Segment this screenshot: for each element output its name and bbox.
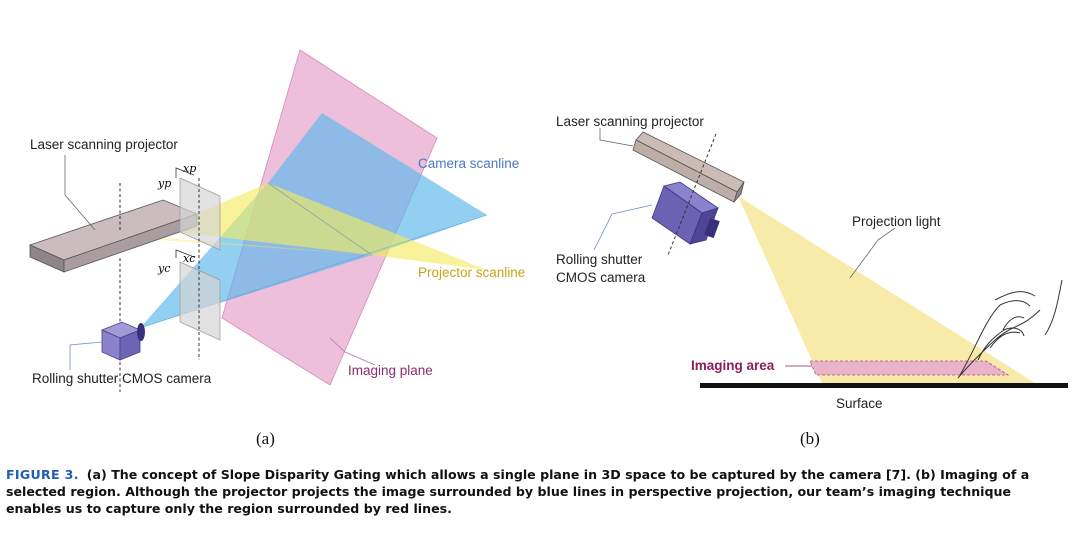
camera-image-plane <box>179 261 221 341</box>
imaging-area-label: Imaging area <box>691 358 775 373</box>
hand-outline <box>957 279 1063 379</box>
projector-scanline-label: Projector scanline <box>418 265 525 280</box>
camera-label-b-line1: Rolling shutter <box>556 252 643 267</box>
projector-light-sheet <box>160 183 487 270</box>
panel-a: yp xp yc xc Laser scanning projector Rol… <box>28 49 525 448</box>
caption-text: (a) The concept of Slope Disparity Gatin… <box>6 467 1030 516</box>
xc-label: xc <box>183 252 195 265</box>
subfigure-a-label: (a) <box>256 429 275 448</box>
panel-b: Laser scanning projector Rolling shutter… <box>556 114 1068 448</box>
camera-box-b <box>651 181 720 245</box>
yp-label: yp <box>157 177 171 190</box>
camera-label: Rolling shutter CMOS camera <box>32 371 212 386</box>
projector-box-b <box>632 131 745 203</box>
projector-image-plane <box>179 177 221 251</box>
projector-coordinate-axes <box>175 167 195 258</box>
camera-scanline-label: Camera scanline <box>418 156 519 171</box>
figure-tag: FIGURE 3. <box>6 467 79 482</box>
projector-box <box>28 199 199 273</box>
subfigure-b-label: (b) <box>800 429 820 448</box>
figure-caption: FIGURE 3.(a) The concept of Slope Dispar… <box>6 466 1070 517</box>
projection-light-label: Projection light <box>852 214 941 229</box>
xp-label: xp <box>183 162 196 175</box>
yc-label: yc <box>157 262 170 275</box>
surface <box>700 383 1068 388</box>
camera-cube <box>100 321 145 361</box>
camera-label-b-line2: CMOS camera <box>556 270 646 285</box>
imaging-area <box>809 360 1010 376</box>
imaging-plane-label: Imaging plane <box>348 363 433 378</box>
projector-label: Laser scanning projector <box>30 137 178 152</box>
figure-diagram: yp xp yc xc Laser scanning projector Rol… <box>28 49 1068 448</box>
surface-label: Surface <box>836 396 883 411</box>
projection-light-cone <box>738 196 1035 383</box>
projector-label-b: Laser scanning projector <box>556 114 704 129</box>
